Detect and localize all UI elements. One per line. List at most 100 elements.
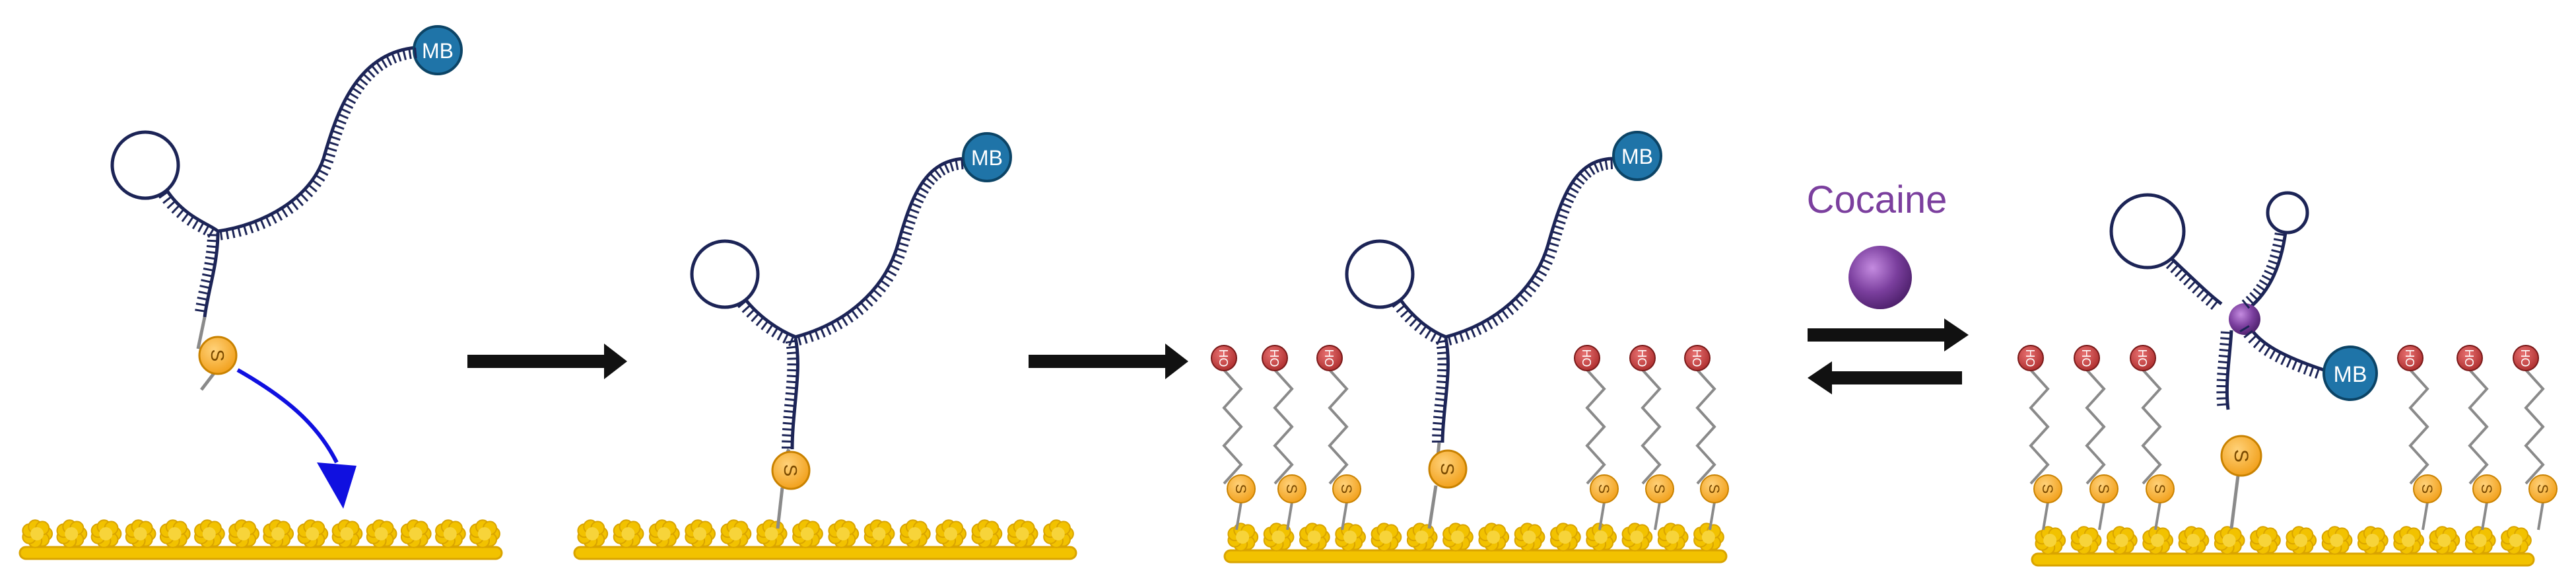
thiol-label: S [2534, 484, 2551, 494]
mch-molecule: HOS [2130, 345, 2175, 530]
gold-nanostructure [159, 519, 191, 548]
arm-ticks [1446, 159, 1614, 336]
hydroxyl-label: HO [2023, 349, 2037, 367]
gold-nanostructure [1693, 523, 1724, 552]
hydroxyl-label: HO [2462, 349, 2476, 367]
immobilization-arrow [236, 368, 339, 464]
thiol-label: S [2230, 449, 2252, 462]
gold-nanostructure [2178, 526, 2210, 555]
mch-molecule: HOS [1684, 345, 1729, 530]
gold-nanostructure [1478, 523, 1510, 552]
alkyl-chain [1328, 369, 1349, 485]
thiol-anchor [2229, 475, 2240, 529]
aptamer-strand: S MB [690, 132, 1012, 529]
thiol-bead: S [198, 336, 238, 375]
gold-nanostructure [900, 519, 931, 548]
alkyl-chain [1222, 369, 1243, 485]
alkyl-chain [2085, 369, 2106, 485]
hydroxyl-bead [1316, 345, 1343, 371]
gold-nanostructure [435, 519, 466, 548]
gold-nanostructure [1442, 523, 1474, 552]
gold-nanostructure [1406, 523, 1438, 552]
electrode-bar [2031, 552, 2535, 567]
gold-nanostructure [2501, 526, 2532, 555]
gold-nanostructure [1299, 523, 1330, 552]
mch-molecule: HOS [1211, 345, 1256, 530]
arm-ticks [796, 159, 967, 336]
gold-nanostructure [720, 519, 752, 548]
aptamer-strand: S MB [1345, 131, 1662, 529]
strand-backbone [164, 46, 417, 233]
thiol-bead [2146, 474, 2175, 503]
panel-immobilized-aptamer: S MB [573, 132, 1077, 560]
gold-electrode [1223, 523, 1728, 564]
hydroxyl-bead [1211, 345, 1237, 371]
thiol-label: S [2095, 484, 2112, 494]
mb-label: MB [422, 39, 454, 63]
gold-nanostructure [2321, 526, 2353, 555]
thiol-label: S [2478, 484, 2495, 494]
mch-molecule: HOS [1629, 345, 1674, 530]
immobilization-arrowhead [317, 462, 356, 509]
strand-lower [203, 232, 220, 318]
mch-molecule: HOS [1316, 345, 1361, 530]
gold-nanostructure [2214, 526, 2245, 555]
gold-nanostructure [1227, 523, 1259, 552]
hydroxyl-bead [2017, 345, 2044, 371]
gold-nanostructure [864, 519, 895, 548]
thiol-bead [2033, 474, 2062, 503]
gold-nanostructure [756, 519, 788, 548]
cocaine-label: Cocaine [1807, 178, 1948, 221]
gold-nanostructure [2286, 526, 2317, 555]
mb-arm-ticks [2248, 324, 2324, 370]
gold-nanostructure [90, 519, 122, 548]
hydroxyl-bead [1262, 345, 1288, 371]
forward-arrow [1808, 318, 1969, 351]
aptamer-strand: S MB [110, 25, 463, 391]
strand-lower [790, 338, 799, 450]
gold-nanostructure [400, 519, 432, 548]
electrode-bar [1223, 549, 1728, 564]
hydroxyl-bead [2513, 345, 2539, 371]
mb-label: MB [1621, 145, 1653, 168]
gold-nanostructure [1586, 523, 1617, 552]
electrode-bar [18, 546, 503, 560]
gold-nanostructure [971, 519, 1003, 548]
folded-aptamer-strand: S MB [2109, 191, 2378, 529]
mch-molecule: HO S [2074, 345, 2118, 530]
gold-nanostructure [613, 519, 644, 548]
reverse-arrow [1808, 361, 1962, 394]
thiol-label: S [2152, 484, 2168, 494]
strand-backbone [743, 157, 968, 339]
gold-nanostructure [1335, 523, 1366, 552]
gold-nanostructure [935, 519, 966, 548]
gold-nanostructure [1657, 523, 1689, 552]
mch-molecule: HOS [2513, 345, 2558, 530]
gold-nanostructure [2070, 526, 2102, 555]
thiol-anchor [1427, 485, 1438, 529]
mch-molecule: HOS [1574, 345, 1619, 530]
aptamer-loop [690, 239, 760, 309]
gold-nanostructure [1514, 523, 1545, 552]
gold-nanostructure [2250, 526, 2281, 555]
gold-electrode [573, 519, 1077, 560]
thiol-label: S [1596, 484, 1612, 494]
thiol-anchor [776, 487, 784, 529]
alkyl-chain [2524, 369, 2545, 485]
methylene-blue-tag: MB [962, 132, 1012, 182]
thiol-bead [1590, 474, 1619, 503]
aptamer-loop [110, 130, 180, 200]
alkyl-chain [1695, 369, 1716, 485]
hydroxyl-bead [1574, 345, 1600, 371]
gold-nanostructure [2142, 526, 2173, 555]
thiol-label: S [780, 464, 801, 477]
strand-lower [1441, 338, 1450, 443]
thiol-label: S [2419, 484, 2435, 494]
alkyl-chain [1641, 369, 1662, 485]
thiol-bead [2528, 474, 2558, 503]
hydroxyl-label: HO [2080, 349, 2093, 367]
aptamer-loop-small [2266, 191, 2309, 235]
